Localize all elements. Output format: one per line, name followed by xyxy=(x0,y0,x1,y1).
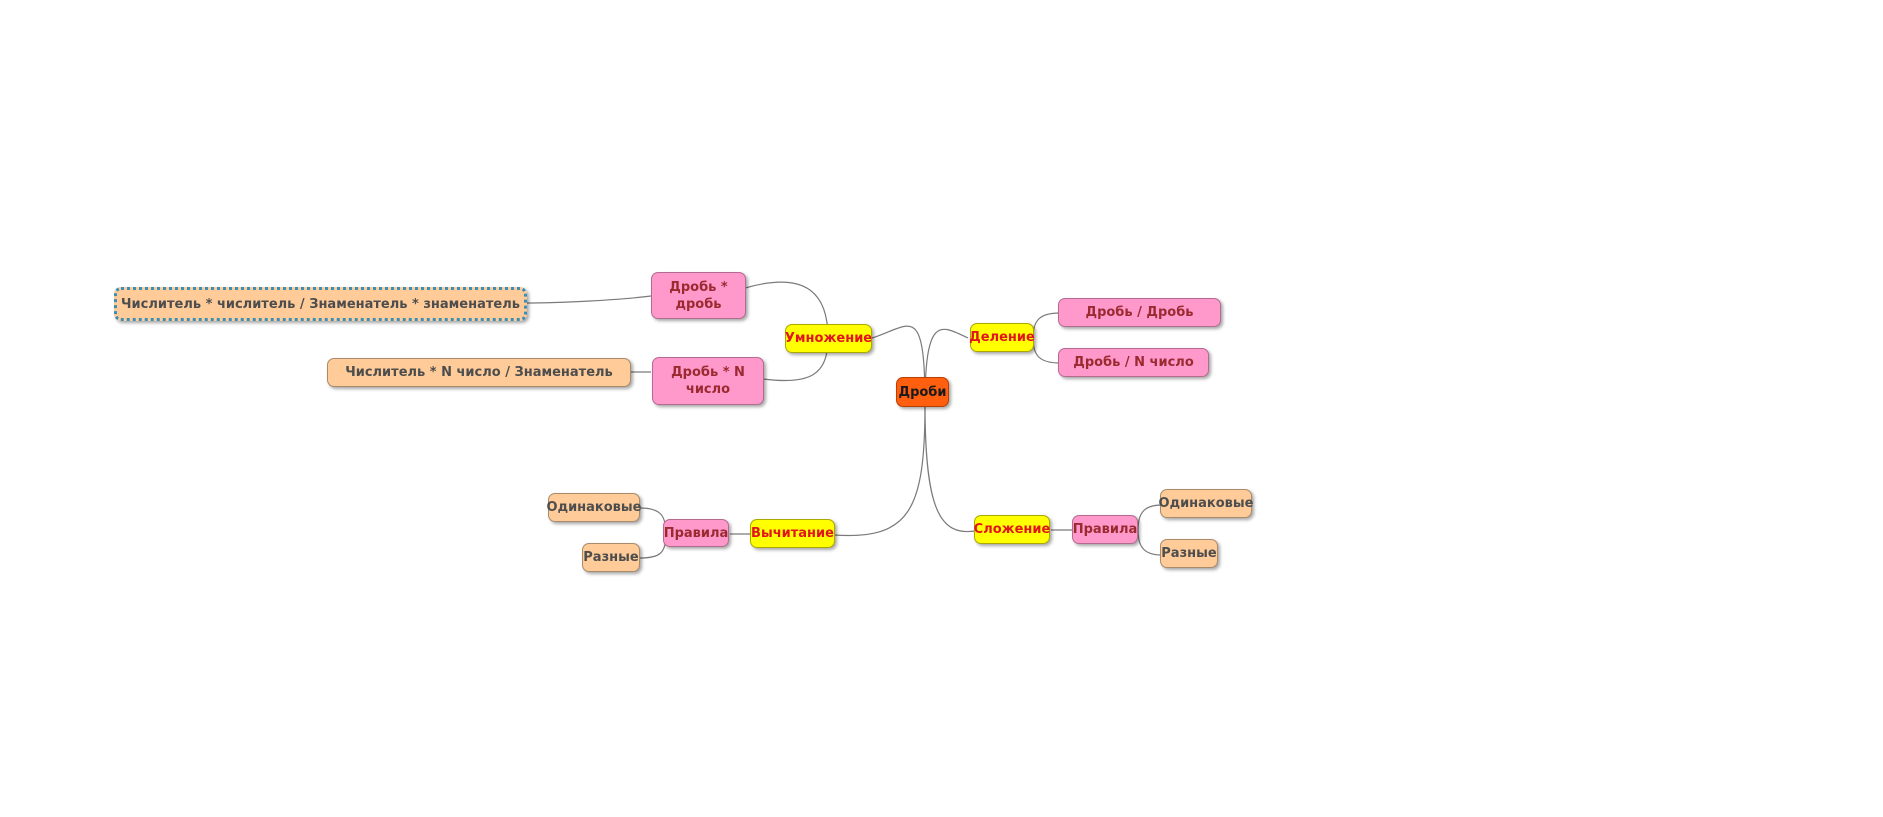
addition-rules-label: Правила xyxy=(1072,522,1138,537)
addition-same-label: Одинаковые xyxy=(1158,496,1254,511)
node-addition[interactable]: Сложение xyxy=(974,515,1050,544)
link-addrules-same xyxy=(1137,504,1163,531)
node-addition-rules[interactable]: Правила xyxy=(1072,515,1138,544)
frac-div-num-label: Дробь / N число xyxy=(1073,355,1194,370)
node-subtraction-different[interactable]: Разные xyxy=(582,543,640,572)
node-frac-times-num-rule[interactable]: Числитель * N число / Знаменатель xyxy=(327,358,631,387)
node-subtraction[interactable]: Вычитание xyxy=(750,519,835,548)
node-addition-different[interactable]: Разные xyxy=(1160,539,1218,568)
subtraction-different-label: Разные xyxy=(583,550,639,565)
node-subtraction-same[interactable]: Одинаковые xyxy=(546,493,642,522)
frac-times-num-label: Дробь * N число xyxy=(671,365,745,397)
link-fracfrac-rule xyxy=(525,295,652,304)
node-frac-times-num[interactable]: Дробь * N число xyxy=(652,357,764,405)
frac-times-frac-rule-label: Числитель * числитель / Знаменатель * зн… xyxy=(121,296,520,312)
link-addrules-diff xyxy=(1137,529,1163,556)
node-frac-div-num[interactable]: Дробь / N число xyxy=(1058,348,1209,377)
link-root-multiplication xyxy=(871,325,926,405)
root-node[interactable]: Дроби xyxy=(896,377,949,407)
link-div-fracnum xyxy=(1032,337,1061,364)
division-label: Деление xyxy=(969,330,1035,345)
subtraction-label: Вычитание xyxy=(751,526,834,541)
multiplication-label: Умножение xyxy=(784,331,873,346)
link-root-subtraction xyxy=(833,403,926,537)
node-multiplication[interactable]: Умножение xyxy=(785,324,872,353)
node-frac-div-frac[interactable]: Дробь / Дробь xyxy=(1058,298,1221,327)
node-frac-times-frac[interactable]: Дробь * дробь xyxy=(651,272,746,319)
subtraction-same-label: Одинаковые xyxy=(546,500,642,515)
subtraction-rules-label: Правила xyxy=(663,525,729,541)
frac-times-num-rule-label: Числитель * N число / Знаменатель xyxy=(345,365,613,380)
link-div-fracfrac xyxy=(1032,312,1061,339)
node-frac-times-frac-rule[interactable]: Числитель * числитель / Знаменатель * зн… xyxy=(114,287,527,321)
addition-label: Сложение xyxy=(973,522,1051,537)
frac-times-frac-label: Дробь * дробь xyxy=(669,279,728,312)
node-addition-same[interactable]: Одинаковые xyxy=(1158,489,1254,518)
root-label: Дроби xyxy=(898,384,947,400)
node-subtraction-rules[interactable]: Правила xyxy=(663,519,729,547)
link-root-addition xyxy=(924,403,976,533)
node-division[interactable]: Деление xyxy=(969,323,1035,352)
addition-different-label: Разные xyxy=(1161,546,1217,561)
frac-div-frac-label: Дробь / Дробь xyxy=(1085,305,1194,320)
